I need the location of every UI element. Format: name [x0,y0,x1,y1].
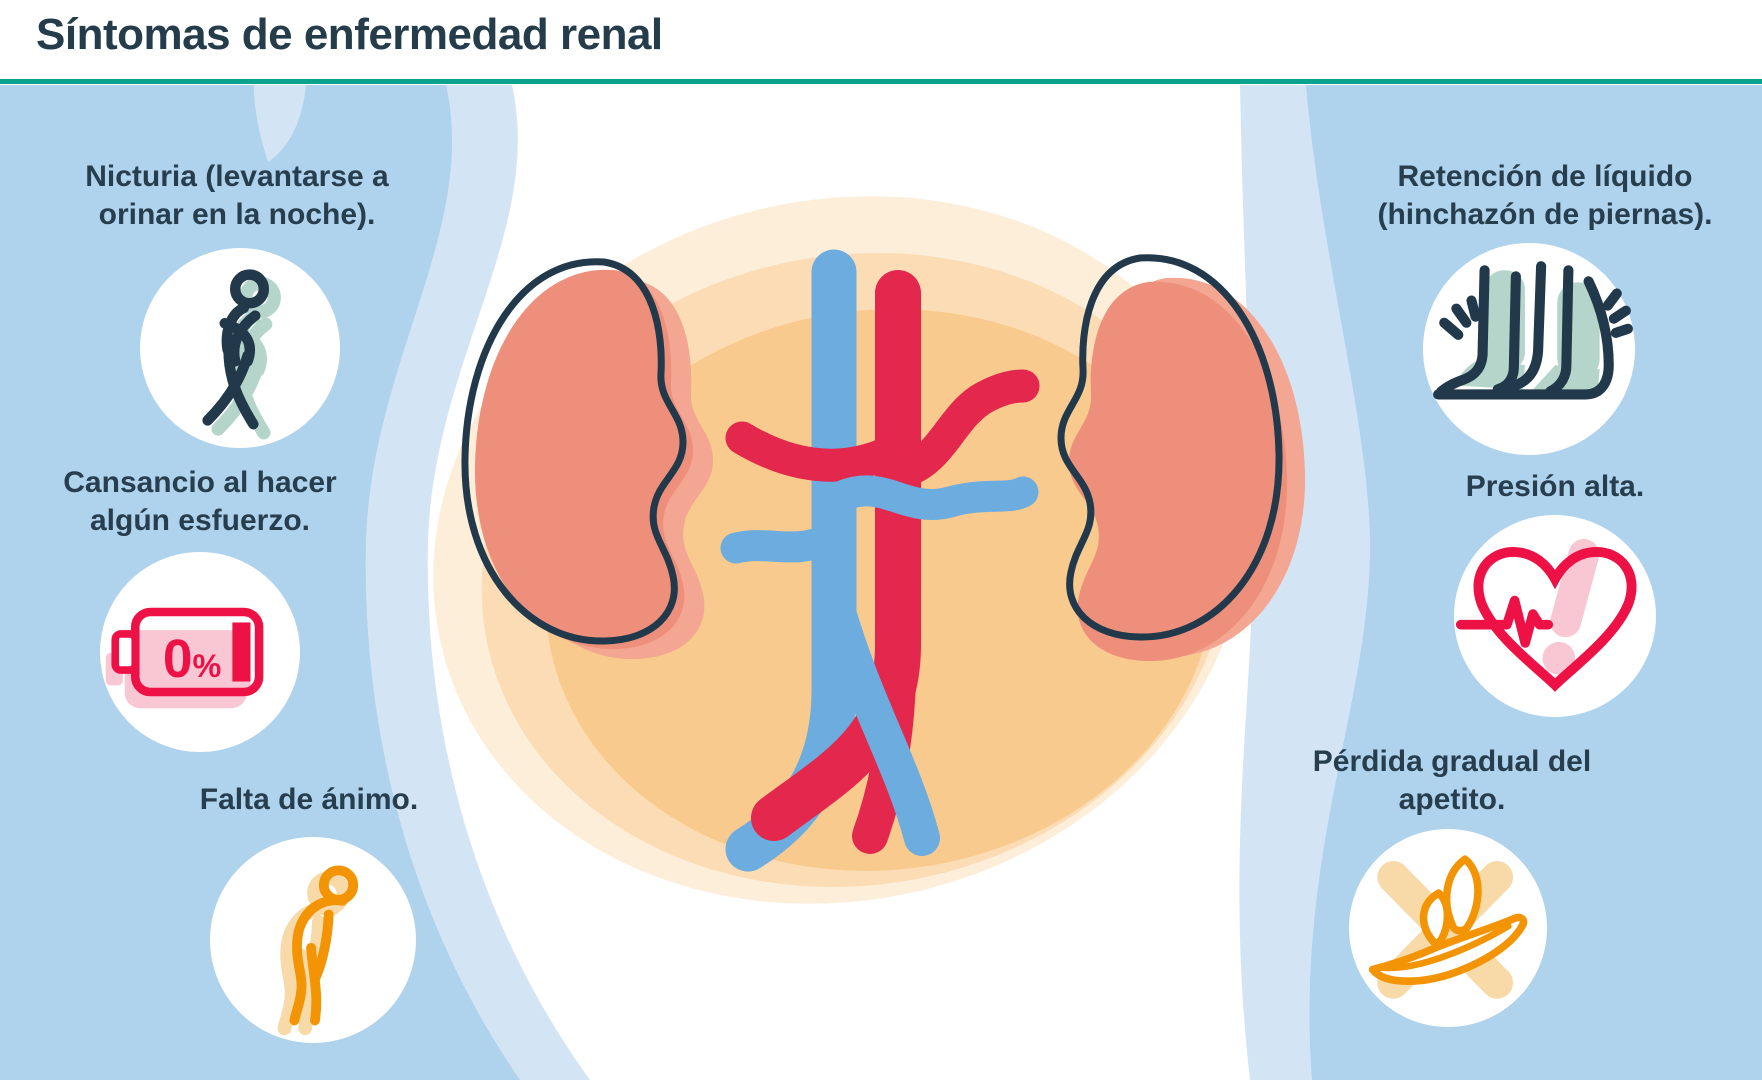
heart-outline [1473,547,1637,692]
label-line: apetito. [1398,783,1506,816]
label-line: Presión alta. [1465,470,1645,503]
symptom-label-animo: Falta de ánimo. [109,781,509,819]
label-line: (hinchazón de piernas). [1377,198,1713,231]
crossed-banana-icon [1349,829,1547,1027]
symptom-label-retencion: Retención de líquido (hinchazón de piern… [1345,158,1745,234]
ecg-line [1455,595,1554,648]
page-title: Síntomas de enfermedad renal [36,10,663,59]
label-line: orinar en la noche). [98,198,376,231]
heart-alert-icon [1454,515,1656,717]
title-divider [0,79,1762,84]
label-line: Cansancio al hacer [63,466,337,499]
battery-percent-text: 0% [163,630,221,689]
right-renal-vein [826,475,1039,520]
symptom-label-nicturia: Nicturia (levantarse a orinar en la noch… [37,158,437,234]
blood-vessels [720,249,1040,872]
label-line: Retención de líquido [1397,160,1693,193]
left-renal-artery [725,421,907,482]
empty-battery-icon: 0% [100,552,300,752]
symptom-label-presion: Presión alta. [1355,468,1755,506]
label-line: algún esfuerzo. [89,504,311,537]
swollen-legs-icon [1423,243,1635,455]
left-top-wedge [254,85,306,162]
right-kidney [1057,254,1306,662]
banana-peel [1368,855,1528,985]
right-iliac-vein [816,580,940,856]
exclamation-mark [1542,539,1600,675]
label-line: Pérdida gradual del [1312,745,1592,778]
symptom-label-apetito: Pérdida gradual del apetito. [1252,743,1652,819]
left-kidney [461,258,713,660]
label-line: Falta de ánimo. [199,783,419,816]
person-urgency-icon [140,248,340,448]
symptom-label-cansancio: Cansancio al hacer algún esfuerzo. [10,464,390,540]
slumped-person-icon [210,837,416,1043]
label-line: Nicturia (levantarse a [85,160,389,193]
right-renal-artery [885,369,1040,489]
left-renal-vein [720,522,846,564]
